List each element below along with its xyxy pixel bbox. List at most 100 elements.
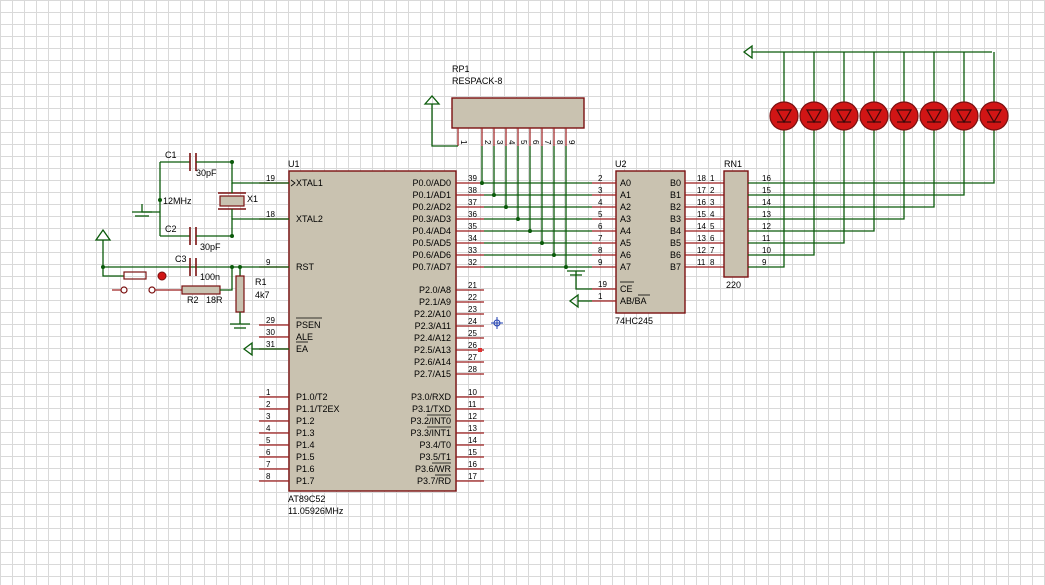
reset-section[interactable]: C3 100n R2 18R R1 4k7: [94, 228, 289, 357]
u1-part: AT89C52: [288, 494, 325, 504]
junction-dot: [504, 205, 508, 209]
r1-ref: R1: [255, 277, 267, 287]
u2-pin-number: 15: [697, 210, 706, 219]
led-6[interactable]: [919, 52, 949, 131]
led-3[interactable]: [829, 52, 859, 131]
u1-body: [288, 170, 457, 492]
u2-pin-label: A4: [620, 226, 631, 236]
rn1-pin-number: 4: [710, 210, 715, 219]
u1-pin-label: P3.5/T1: [419, 452, 451, 462]
u1-pin-number: 31: [266, 340, 275, 349]
junction-dot: [230, 160, 234, 164]
rp1-pin-number: 9: [567, 140, 576, 145]
led-array[interactable]: [769, 52, 1009, 131]
u1-pin-label: P0.6/AD6: [412, 250, 451, 260]
u2-pin-label: B2: [670, 202, 681, 212]
rn1-pin-number: 1: [710, 174, 715, 183]
u2-pin-number: 13: [697, 234, 706, 243]
u2-dir-num: 1: [598, 292, 603, 301]
cap-ground-stub: [141, 204, 160, 213]
led-1[interactable]: [769, 52, 799, 131]
u2-ce-num: 19: [598, 280, 607, 289]
button-wire: [102, 267, 124, 277]
u1-pin-number: 26: [468, 341, 477, 350]
u2-ref: U2: [615, 159, 627, 169]
junction-dot: [230, 234, 234, 238]
u1-pin-label: P0.3/AD3: [412, 214, 451, 224]
led-body: [829, 101, 859, 131]
u2-part: 74HC245: [615, 316, 653, 326]
u1-pin-label: P2.5/A13: [414, 345, 451, 355]
led-7[interactable]: [949, 52, 979, 131]
u1-pin-number: 12: [468, 412, 477, 421]
u1-pin-number: 34: [468, 234, 477, 243]
junction-dot: [528, 229, 532, 233]
r2-ref: R2: [187, 295, 199, 305]
reset-button[interactable]: [123, 271, 147, 280]
u1-pin-number: 9: [266, 258, 271, 267]
u1-ref: U1: [288, 159, 300, 169]
u2-body: [615, 170, 686, 314]
u1-pin-label: P1.4: [296, 440, 315, 450]
led-2[interactable]: [799, 52, 829, 131]
u1-frequency: 11.05926MHz: [288, 506, 344, 516]
u2-pin-number: 2: [598, 174, 603, 183]
u2-pin-label: B0: [670, 178, 681, 188]
u1-pin-label: P0.5/AD5: [412, 238, 451, 248]
pin-marker: [478, 348, 482, 352]
led-4[interactable]: [859, 52, 889, 131]
u1-pin-label: P1.1/T2EX: [296, 404, 340, 414]
u1-pin-number: 29: [266, 316, 275, 325]
u1-pin-number: 36: [468, 210, 477, 219]
u2-pin-label: B3: [670, 214, 681, 224]
oscillator-section[interactable]: C1 30pF C2 30pF 12MHz X1: [132, 150, 289, 252]
rn1-value: 220: [726, 280, 741, 290]
u1-pin-number: 13: [468, 424, 477, 433]
rn1-resistor-network[interactable]: RN1 220: [723, 159, 749, 290]
rn1-pin-number: 10: [762, 246, 771, 255]
u1-pin-number: 17: [468, 472, 477, 481]
u1-pin-number: 25: [468, 329, 477, 338]
x1-crystal-body: [219, 195, 245, 207]
x1-value: 12MHz: [163, 196, 192, 206]
u1-pin-label: P3.2/INT0: [410, 416, 451, 426]
led-body: [979, 101, 1009, 131]
u1-pin-label: XTAL2: [296, 214, 323, 224]
junction-dot: [564, 265, 568, 269]
rp1-pin-number: 1: [459, 140, 468, 145]
u1-pin-number: 4: [266, 424, 271, 433]
u1-pin-number: 11: [468, 400, 477, 409]
c3-value: 100n: [200, 272, 220, 282]
dir-arrow-icon: [568, 293, 579, 309]
led-8[interactable]: [979, 52, 1009, 131]
rn1-pin-number: 9: [762, 258, 767, 267]
c3-ref: C3: [175, 254, 187, 264]
u2-pin-number: 14: [697, 222, 706, 231]
u2-pin-label: B5: [670, 238, 681, 248]
diode-icon: [955, 109, 973, 124]
u1-pin-label: P3.7/RD: [417, 476, 452, 486]
u1-pin-label: P2.0/A8: [419, 285, 451, 295]
button-actuator-icon[interactable]: [157, 271, 167, 281]
rn1-pin-number: 11: [762, 234, 771, 243]
r1-resistor: [235, 275, 245, 313]
button-terminal-a: [120, 286, 128, 294]
u1-pin-label: P3.4/T0: [419, 440, 451, 450]
u1-pin-label: P3.0/RXD: [411, 392, 452, 402]
button-terminal-b: [148, 286, 156, 294]
u2-pin-number: 4: [598, 198, 603, 207]
u1-pin-number: 6: [266, 448, 271, 457]
cursor-crosshair-icon: [491, 317, 503, 329]
u2-pin-label: B6: [670, 250, 681, 260]
r1-value: 4k7: [255, 290, 270, 300]
u1-pin-number: 15: [468, 448, 477, 457]
u1-pin-number: 32: [468, 258, 477, 267]
xtal1-clock-marker: [290, 179, 296, 187]
u1-pin-label: P0.1/AD1: [412, 190, 451, 200]
led-5[interactable]: [889, 52, 919, 131]
